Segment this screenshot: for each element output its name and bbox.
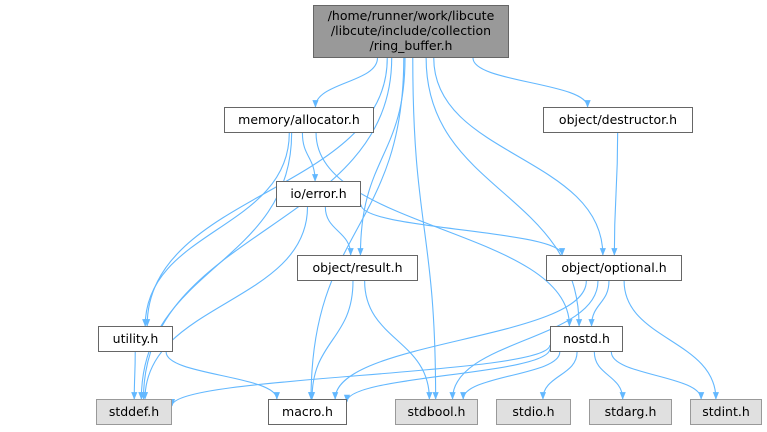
node-nostd-h[interactable]: nostd.h [550, 326, 623, 352]
edge-memory_allocator-to-nostd [315, 132, 573, 327]
node-io-error-h[interactable]: io/error.h [276, 181, 361, 207]
node-object-result-h[interactable]: object/result.h [297, 255, 418, 281]
edge-ring_buffer-to-object_destructor [472, 57, 591, 108]
node-stdio-h[interactable]: stdio.h [496, 399, 571, 425]
node-stdarg-label: stdarg.h [604, 403, 657, 419]
node-stdint-label: stdint.h [702, 403, 750, 419]
edge-object_destructor-to-object_optional [611, 132, 619, 256]
edge-ring_buffer-to-utility [144, 57, 388, 327]
node-stdbool-h[interactable]: stdbool.h [395, 399, 478, 425]
node-ring-buffer-line-1: /home/runner/work/libcute [327, 8, 495, 24]
node-stddef-label: stddef.h [108, 403, 160, 419]
node-ring-buffer-h[interactable]: /home/runner/work/libcute /libcute/inclu… [313, 5, 509, 58]
node-stdint-h[interactable]: stdint.h [690, 399, 762, 425]
node-object-result-label: object/result.h [312, 259, 403, 275]
node-ring-buffer-line-3: /ring_buffer.h [369, 37, 453, 53]
node-stddef-h[interactable]: stddef.h [96, 399, 172, 425]
node-io-error-label: io/error.h [290, 185, 347, 201]
edge-nostd-to-stddef [169, 344, 551, 407]
edge-object_optional-to-stdbool [449, 280, 599, 400]
node-utility-h[interactable]: utility.h [98, 326, 173, 352]
edge-nostd-to-stdio [539, 351, 578, 400]
edge-object_optional-to-stdint [623, 280, 719, 400]
edge-memory_allocator-to-utility [142, 132, 290, 327]
edge-nostd-to-stdarg [593, 351, 626, 400]
edge-utility-to-stddef [131, 351, 138, 400]
edge-memory_allocator-to-stddef [138, 132, 293, 400]
edge-ring_buffer-to-stdbool [412, 57, 439, 400]
node-object-optional-label: object/optional.h [561, 259, 667, 275]
edge-io_error-to-stddef [141, 206, 309, 400]
edge-ring_buffer-to-nostd [425, 57, 583, 327]
edge-object_result-to-macro [308, 280, 354, 400]
node-macro-h[interactable]: macro.h [268, 399, 347, 425]
node-memory-allocator-h[interactable]: memory/allocator.h [224, 107, 374, 133]
edge-nostd-to-stdbool [460, 351, 561, 400]
edge-nostd-to-stdint [610, 351, 705, 400]
edge-utility-to-macro [165, 351, 280, 400]
node-stdio-label: stdio.h [512, 403, 555, 419]
node-memory-allocator-label: memory/allocator.h [238, 111, 360, 127]
edge-object_result-to-stdbool [364, 280, 433, 400]
edge-object_optional-to-macro [332, 280, 587, 400]
edge-io_error-to-object_optional [360, 204, 566, 256]
node-utility-label: utility.h [112, 330, 159, 346]
node-ring-buffer-line-2: /libcute/include/collection [330, 23, 492, 39]
edge-io_error-to-object_result [324, 206, 354, 256]
edge-ring_buffer-to-object_result [357, 57, 406, 256]
node-object-destructor-h[interactable]: object/destructor.h [543, 107, 693, 133]
node-object-optional-h[interactable]: object/optional.h [546, 255, 682, 281]
node-nostd-label: nostd.h [563, 330, 610, 346]
edge-ring_buffer-to-macro [307, 57, 405, 400]
edge-ring_buffer-to-memory_allocator [312, 57, 379, 108]
node-macro-label: macro.h [282, 403, 333, 419]
node-stdarg-h[interactable]: stdarg.h [589, 399, 672, 425]
edge-object_optional-to-nostd [588, 280, 610, 327]
edge-nostd-to-macro [343, 348, 551, 403]
node-stdbool-label: stdbool.h [407, 403, 466, 419]
node-object-destructor-label: object/destructor.h [558, 111, 678, 127]
edge-ring_buffer-to-object_optional [433, 57, 606, 256]
edge-memory_allocator-to-io_error [301, 132, 319, 182]
